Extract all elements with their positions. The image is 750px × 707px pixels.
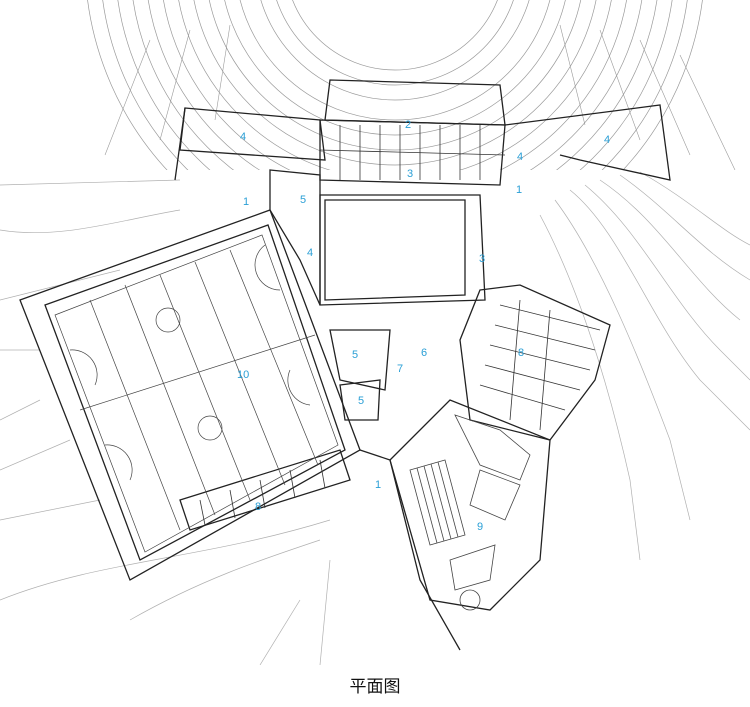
terrain-left (0, 179, 331, 665)
label-6: 6 (421, 347, 427, 359)
building-outline (19, 79, 671, 651)
label-10: 10 (237, 369, 249, 381)
pool-lanes (409, 414, 531, 611)
label-5-middle: 5 (352, 349, 358, 361)
terrain-contours (539, 171, 750, 561)
label-4-center: 4 (517, 151, 523, 163)
label-4-corridor: 4 (307, 247, 313, 259)
caption: 平面图 (349, 677, 401, 697)
court-markings (54, 234, 339, 553)
label-4-west: 4 (240, 131, 246, 143)
label-8-lab: 8 (518, 347, 524, 359)
label-1-east: 1 (516, 184, 522, 196)
label-5-north: 5 (300, 194, 306, 206)
label-9: 9 (477, 521, 483, 533)
stadium-radials (104, 24, 736, 171)
interior-walls (199, 125, 601, 526)
label-1-west: 1 (243, 196, 249, 208)
label-8-hall: 8 (255, 501, 261, 513)
label-5-south: 5 (358, 395, 364, 407)
label-2: 2 (405, 119, 411, 131)
label-3-right: 3 (479, 253, 485, 265)
floor-plan: 1 1 1 4 2 3 3 4 4 4 5 5 5 6 7 8 8 9 10 (0, 0, 750, 665)
label-4-east: 4 (604, 134, 610, 146)
label-1-south: 1 (375, 479, 381, 491)
label-7: 7 (397, 363, 403, 375)
label-3-top: 3 (407, 168, 413, 180)
